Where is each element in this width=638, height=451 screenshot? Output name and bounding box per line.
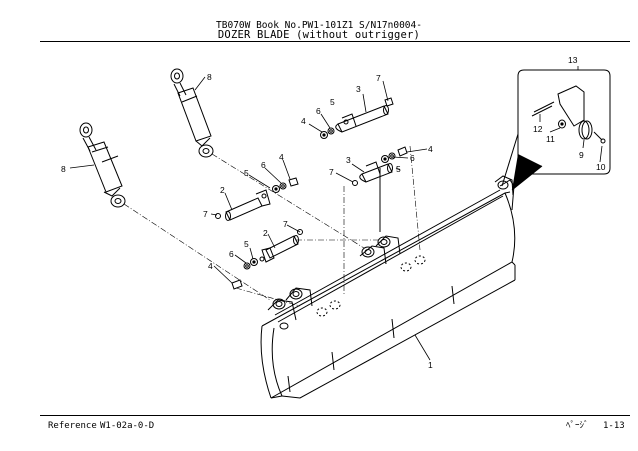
callout-10: 10 xyxy=(596,162,606,172)
pin-2-lower xyxy=(231,229,303,290)
hidden-holes xyxy=(316,255,426,317)
callout-9: 9 xyxy=(579,150,584,160)
callout-6-left: 6 xyxy=(261,160,266,170)
callout-11: 11 xyxy=(546,134,555,144)
header-line1: TB070W Book No.PW1-101Z1 S/N17n0004- xyxy=(216,20,422,31)
pin-2-upper xyxy=(215,177,299,221)
callout-6-right: 6 xyxy=(410,153,415,163)
callout-2-upper: 2 xyxy=(220,185,225,195)
callout-5-upper: 5 xyxy=(330,97,335,107)
reference-code: W1-02a-0-D xyxy=(100,421,155,431)
blade-bracket-bosses xyxy=(272,180,509,330)
callout-8-upper: 8 xyxy=(207,72,212,82)
inset-pointer xyxy=(512,154,542,190)
cylinder-upper xyxy=(170,68,214,158)
page-number: 1-13 xyxy=(603,421,625,431)
leader-lines xyxy=(69,66,603,361)
callout-7-left: 7 xyxy=(203,209,208,219)
page-label: ﾍﾟｰｼﾞ xyxy=(566,421,589,431)
pin-upper xyxy=(335,105,389,133)
callout-5-lower: 5 xyxy=(244,239,249,249)
dozer-blade xyxy=(260,175,516,399)
callout-4-left: 4 xyxy=(279,152,284,162)
callout-4-lower: 4 xyxy=(208,261,213,271)
callout-4-upper: 4 xyxy=(301,116,306,126)
centerlines xyxy=(123,145,421,307)
callout-7-lower: 7 xyxy=(283,219,288,229)
header-rule xyxy=(40,41,630,42)
callout-6-upper: 6 xyxy=(316,106,321,116)
callout-7-upper: 7 xyxy=(376,73,381,83)
callout-5-right: 5 xyxy=(396,164,401,174)
callout-labels: 8 8 7 6 5 4 3 13 12 11 9 10 6 5 4 3 7 2 … xyxy=(61,55,606,370)
hardware-nuts xyxy=(252,122,564,264)
callout-4-right: 4 xyxy=(428,144,433,154)
callout-8-left: 8 xyxy=(61,164,66,174)
callout-1: 1 xyxy=(428,360,433,370)
pin-upper-hardware xyxy=(320,97,394,139)
page-title: DOZER BLADE (without outrigger) xyxy=(217,29,421,41)
callout-5-left: 5 xyxy=(244,168,249,178)
callout-13: 13 xyxy=(568,55,578,65)
callout-6-lower: 6 xyxy=(229,249,234,259)
reference-label: Reference xyxy=(48,421,97,431)
callout-2-lower: 2 xyxy=(263,228,268,238)
callout-7-right: 7 xyxy=(329,167,334,177)
callout-3-right: 3 xyxy=(346,155,351,165)
footer-rule xyxy=(40,415,630,416)
cylinder-left xyxy=(79,122,126,208)
pin-right xyxy=(352,146,408,232)
callout-12: 12 xyxy=(533,124,543,134)
callout-3-upper: 3 xyxy=(356,84,361,94)
